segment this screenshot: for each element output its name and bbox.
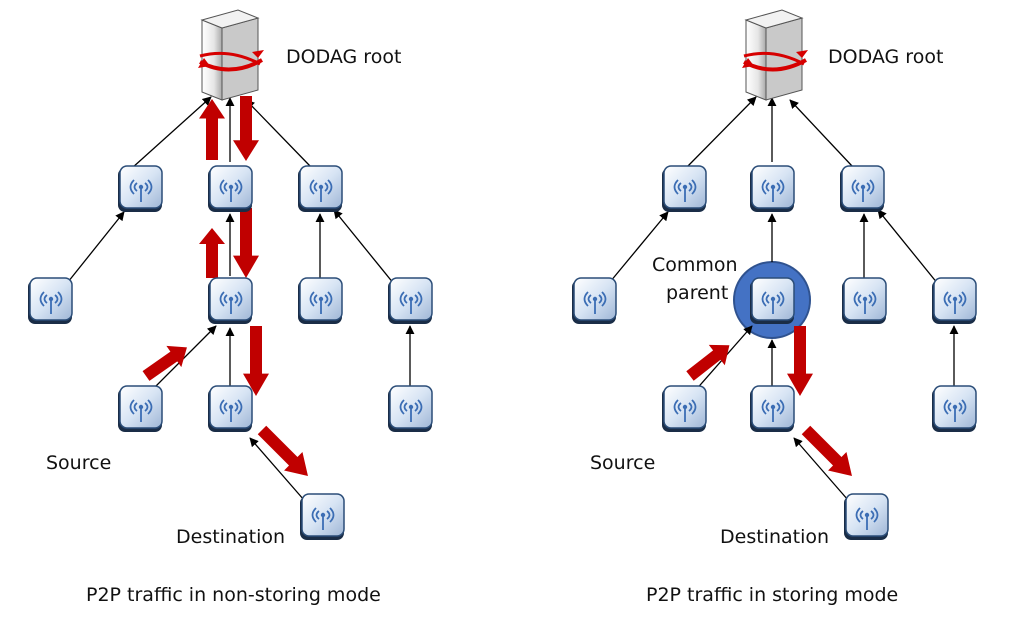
link-arrow [877, 209, 939, 285]
wireless-sensor-node-icon [931, 385, 977, 433]
wireless-sensor-node-icon [661, 385, 707, 433]
traffic-arrow [233, 208, 259, 278]
link-arrow [793, 437, 849, 501]
traffic-arrow [199, 99, 225, 160]
wireless-sensor-node-icon [387, 277, 433, 325]
server-icon [740, 8, 810, 102]
wireless-sensor-node-icon [117, 385, 163, 433]
traffic-arrow [681, 334, 738, 387]
tree-links [67, 96, 415, 501]
dodag-root-label: DODAG root [286, 46, 402, 68]
link-arrow [131, 96, 212, 169]
wireless-sensor-node-icon [117, 165, 163, 213]
dodag-root-label: DODAG root [828, 46, 944, 68]
wireless-sensor-node-icon [207, 277, 253, 325]
wireless-sensor-node-icon [839, 165, 885, 213]
panel-non-storing [27, 8, 433, 541]
link-arrow [333, 209, 395, 285]
common-parent-label-line1: Common [652, 254, 738, 276]
link-arrow [245, 99, 311, 167]
wireless-sensor-node-icon [749, 277, 795, 325]
common-parent-label-line2: parent [666, 282, 729, 304]
source-label: Source [46, 452, 112, 474]
panel-caption: P2P traffic in non-storing mode [86, 584, 381, 606]
wireless-sensor-node-icon [749, 385, 795, 433]
traffic-arrow [199, 228, 225, 278]
wireless-sensor-node-icon [661, 165, 707, 213]
wireless-sensor-node-icon [843, 493, 889, 541]
link-arrow [685, 96, 757, 169]
server-icon [196, 8, 266, 102]
link-arrow [249, 437, 305, 501]
wireless-sensor-node-icon [749, 165, 795, 213]
link-arrow [609, 211, 669, 283]
wireless-sensor-node-icon [571, 277, 617, 325]
traffic-arrow [787, 326, 813, 396]
panel-storing [571, 8, 977, 541]
traffic-arrow [233, 96, 259, 161]
destination-label: Destination [176, 526, 286, 548]
source-label: Source [590, 452, 656, 474]
wireless-sensor-node-icon [207, 165, 253, 213]
wireless-sensor-node-icon [387, 385, 433, 433]
link-arrow [789, 99, 853, 167]
traffic-arrow [138, 336, 195, 387]
wireless-sensor-node-icon [297, 165, 343, 213]
panel-caption: P2P traffic in storing mode [646, 584, 899, 606]
destination-label: Destination [720, 526, 830, 548]
wireless-sensor-node-icon [299, 493, 345, 541]
link-arrow [67, 211, 125, 283]
wireless-sensor-node-icon [207, 385, 253, 433]
wireless-sensor-node-icon [931, 277, 977, 325]
wireless-sensor-node-icon [841, 277, 887, 325]
wireless-sensor-node-icon [297, 277, 343, 325]
wireless-sensor-node-icon [27, 277, 73, 325]
